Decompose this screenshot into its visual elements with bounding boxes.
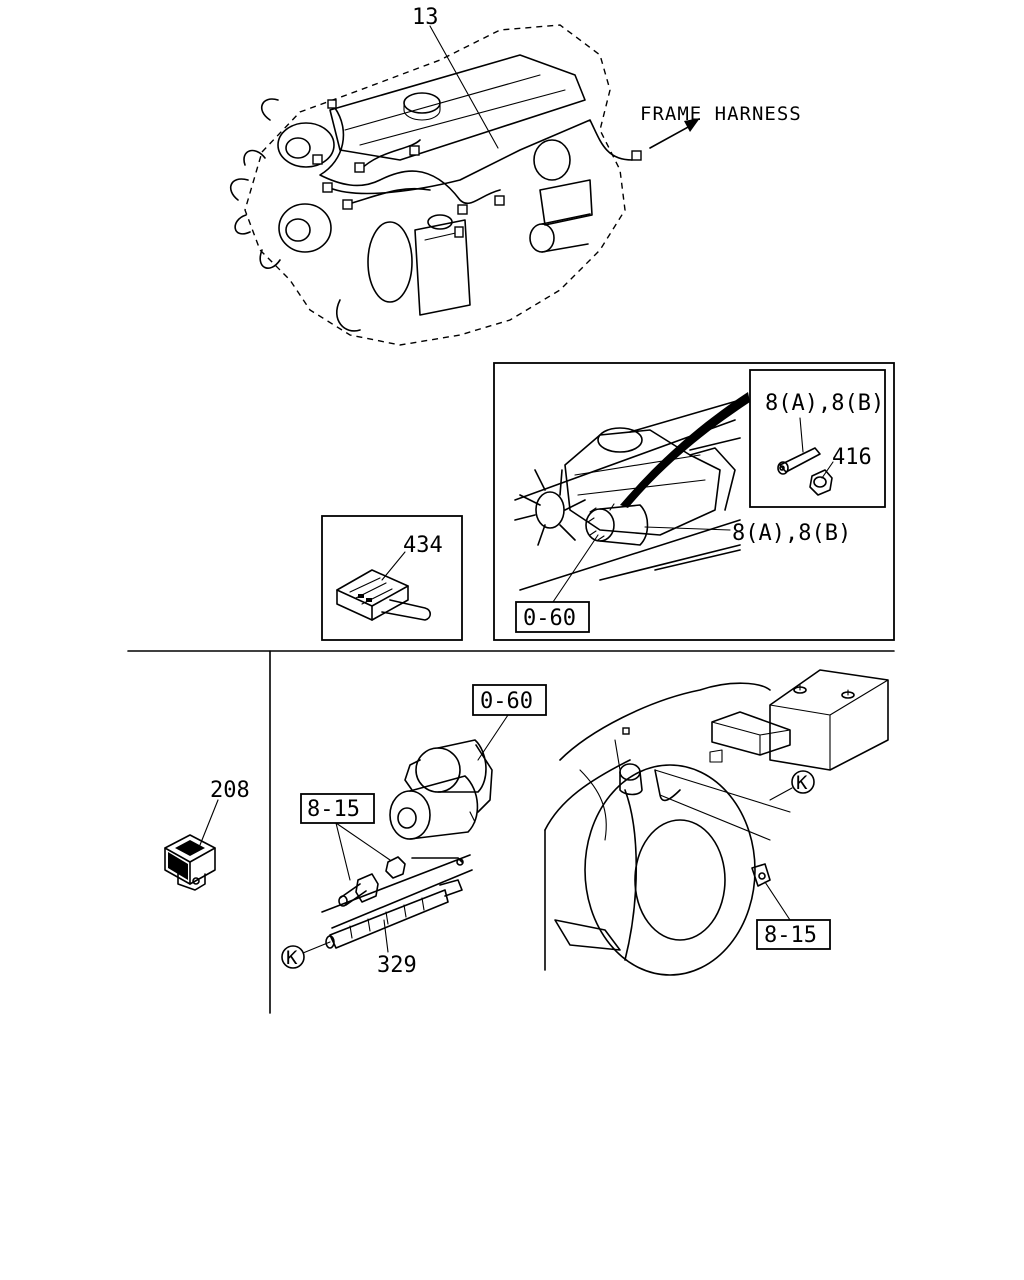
leader-13	[429, 25, 499, 149]
callout-434: 434	[403, 533, 443, 558]
callout-8-15-left: 8-15	[307, 797, 360, 822]
starter-motor-illustration	[389, 739, 493, 840]
callout-208: 208	[210, 778, 250, 803]
callout-0-60-top: 0-60	[523, 606, 576, 631]
relay-208-illustration	[164, 834, 216, 891]
callout-8-15-right: 8-15	[764, 923, 817, 948]
frame-harness-label: FRAME HARNESS	[640, 103, 802, 125]
inset-subframe-wire-nut	[749, 369, 886, 508]
marker-k-right: K	[796, 772, 808, 794]
leader-0-60-top	[552, 534, 599, 603]
engine-assembly-illustration	[229, 24, 642, 346]
leader-8-15-left-a	[335, 822, 351, 881]
ref-box-8-15-left	[300, 793, 375, 824]
marker-k-left: K	[286, 947, 298, 969]
leader-0-60-bottom	[477, 714, 509, 761]
marker-circle-k-right	[791, 770, 815, 794]
battery-cable-329-illustration	[321, 854, 473, 949]
bolt-and-nut-illustration	[338, 856, 406, 907]
leader-inset-wire-top	[799, 417, 804, 453]
leader-208	[199, 799, 219, 846]
vehicle-battery-area-illustration	[544, 669, 889, 976]
leader-329	[383, 919, 389, 953]
ref-box-8-15-right	[756, 919, 831, 950]
callout-416: 416	[832, 445, 872, 470]
leader-434	[381, 551, 406, 581]
leader-8-15-right	[764, 881, 791, 921]
callout-329: 329	[377, 953, 417, 978]
leader-k-left	[302, 941, 331, 954]
leader-inset-wire-main	[644, 526, 731, 531]
ref-box-0-60-top	[515, 601, 590, 633]
leader-416	[821, 461, 834, 479]
callout-13: 13	[412, 5, 439, 30]
frame-harness-arrow	[649, 118, 700, 149]
callout-0-60-bottom: 0-60	[480, 689, 533, 714]
ref-box-0-60-bottom	[472, 684, 547, 716]
marker-circle-k-left	[281, 945, 305, 969]
wire-terminal-and-nut-illustration	[777, 447, 833, 496]
callout-inset-wire-main: 8(A),8(B)	[732, 521, 851, 546]
inset-frame-connector	[321, 515, 463, 641]
leader-k-right	[769, 787, 793, 801]
connector-434-illustration	[336, 569, 432, 621]
leader-8-15-left-b	[335, 822, 391, 861]
callout-inset-wire-top: 8(A),8(B)	[765, 391, 884, 416]
starter-engine-inset-illustration	[514, 392, 750, 591]
